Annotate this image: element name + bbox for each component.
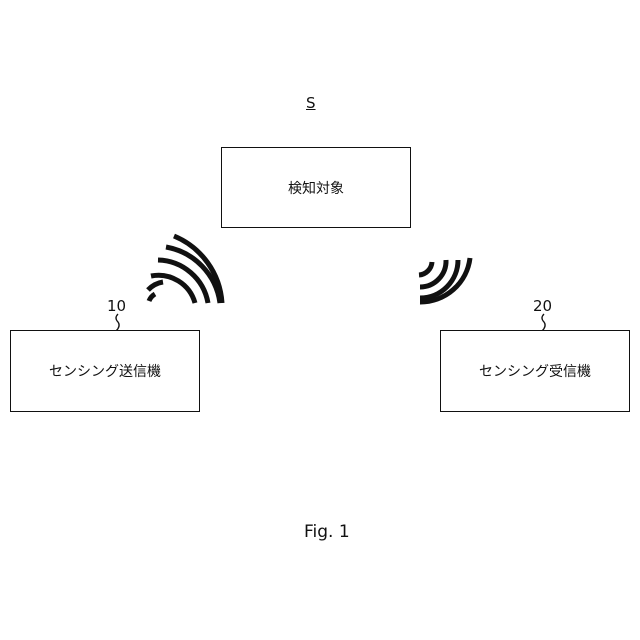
leader-line-10 [116, 314, 119, 331]
leader-line-20 [542, 314, 545, 331]
receiver-box-label: センシング受信機 [479, 361, 591, 381]
target-box: 検知対象 [221, 147, 411, 228]
target-box-label: 検知対象 [288, 178, 344, 198]
transmitter-box: センシング送信機 [10, 330, 200, 412]
target-ref-label: S [306, 94, 316, 112]
transmitter-ref-label: 10 [107, 297, 126, 315]
transmitter-box-label: センシング送信機 [49, 361, 161, 381]
receiver-box: センシング受信機 [440, 330, 630, 412]
transmit-waves-icon [148, 236, 222, 303]
figure-caption: Fig. 1 [304, 522, 350, 542]
receive-waves-icon [419, 258, 470, 302]
receiver-ref-label: 20 [533, 297, 552, 315]
